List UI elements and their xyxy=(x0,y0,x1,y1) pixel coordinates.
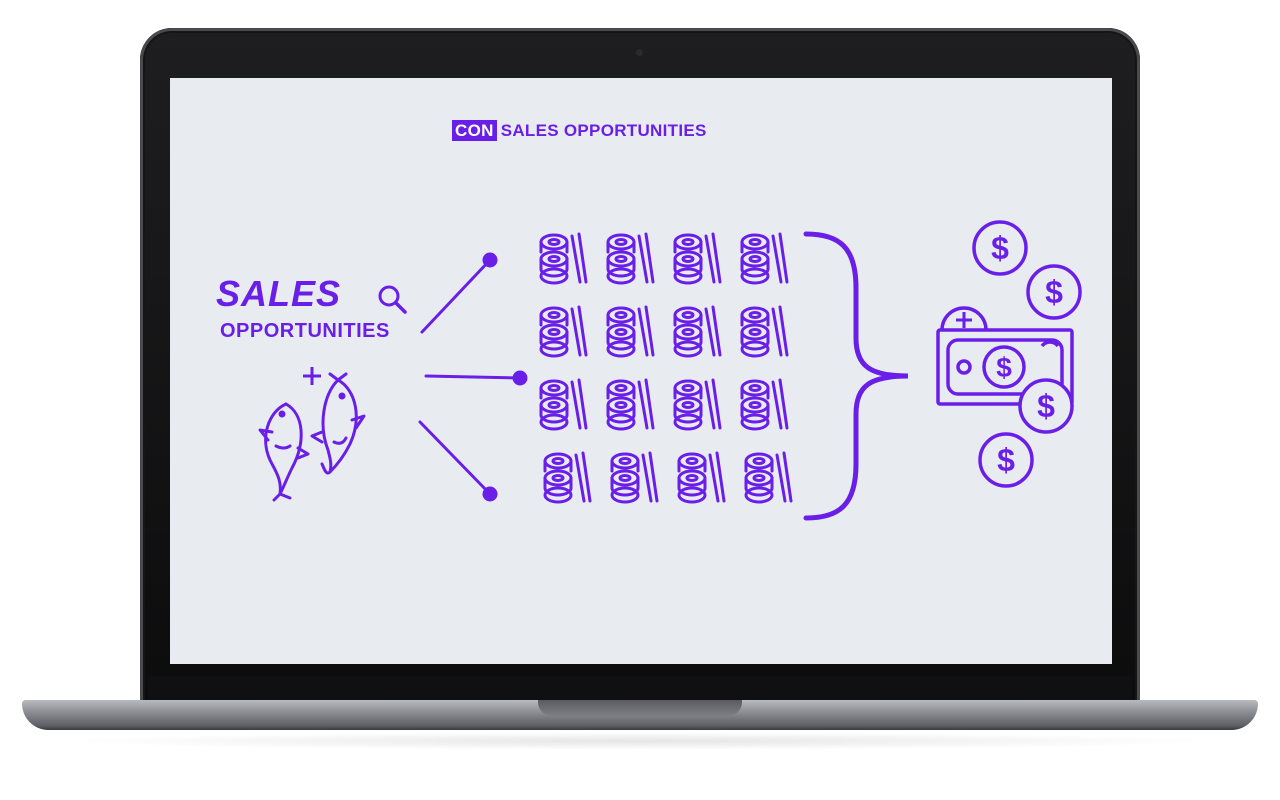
slide-title: CON SALES OPPORTUNITIES xyxy=(452,120,707,141)
chopsticks-icon xyxy=(637,378,655,430)
sushi-icon xyxy=(539,305,588,358)
chopsticks-icon xyxy=(641,451,659,503)
chopsticks-icon xyxy=(704,232,722,284)
banknote-icon: $ xyxy=(936,328,1074,406)
connector-lines xyxy=(418,252,528,502)
sushi-icon xyxy=(677,451,726,504)
money-cluster: $ $ $ xyxy=(936,220,1082,488)
laptop-shadow xyxy=(60,732,1220,750)
sushi-roll-icon xyxy=(606,233,636,285)
svg-text:$: $ xyxy=(997,442,1015,478)
sushi-roll-icon xyxy=(677,452,707,504)
sushi-icon xyxy=(539,378,588,431)
svg-text:$: $ xyxy=(1037,388,1055,424)
sushi-roll-icon xyxy=(606,379,636,431)
chopsticks-icon xyxy=(771,232,789,284)
chopsticks-icon xyxy=(771,305,789,357)
chopsticks-icon xyxy=(570,378,588,430)
plus-icon xyxy=(303,367,321,385)
curly-brace xyxy=(803,231,909,521)
laptop-screen: CON SALES OPPORTUNITIES SALES OPPORTUNIT… xyxy=(170,78,1112,664)
search-icon xyxy=(378,285,407,314)
dollar-coin-icon: $ xyxy=(978,432,1034,488)
chopsticks-icon xyxy=(570,232,588,284)
sushi-roll-icon xyxy=(740,306,770,358)
sushi-icon xyxy=(673,232,722,285)
sushi-roll-icon xyxy=(539,306,569,358)
sushi-icon xyxy=(610,451,659,504)
chopsticks-icon xyxy=(637,232,655,284)
sushi-icon xyxy=(606,232,655,285)
sushi-icon xyxy=(740,232,789,285)
chopsticks-icon xyxy=(704,378,722,430)
brand-logo: CON xyxy=(452,120,497,141)
webcam xyxy=(636,49,643,56)
sushi-roll-icon xyxy=(673,233,703,285)
dollar-coin-icon: $ xyxy=(1026,264,1082,320)
sushi-icon xyxy=(740,378,789,431)
chopsticks-icon xyxy=(637,305,655,357)
sushi-icon xyxy=(539,232,588,285)
chopsticks-icon xyxy=(704,305,722,357)
laptop-opening-notch xyxy=(538,700,742,716)
chopsticks-icon xyxy=(574,451,592,503)
dollar-coin-icon xyxy=(940,306,988,331)
sushi-roll-icon xyxy=(539,379,569,431)
svg-text:$: $ xyxy=(1045,274,1063,310)
sushi-icon xyxy=(744,451,793,504)
sushi-icon xyxy=(673,305,722,358)
sushi-roll-icon xyxy=(539,233,569,285)
sushi-roll-icon xyxy=(610,452,640,504)
sushi-icon xyxy=(606,378,655,431)
opportunities-heading: OPPORTUNITIES xyxy=(220,320,390,342)
svg-text:$: $ xyxy=(991,230,1009,266)
dollar-coin-icon: $ xyxy=(972,220,1028,276)
sushi-roll-icon xyxy=(744,452,774,504)
svg-text:$: $ xyxy=(996,352,1012,383)
sushi-roll-icon xyxy=(673,379,703,431)
sushi-roll-icon xyxy=(740,233,770,285)
sushi-roll-icon xyxy=(673,306,703,358)
koi-fish-icon xyxy=(258,372,366,502)
chopsticks-icon xyxy=(775,451,793,503)
chopsticks-icon xyxy=(708,451,726,503)
chopsticks-icon xyxy=(771,378,789,430)
sushi-icon xyxy=(606,305,655,358)
sushi-icon xyxy=(673,378,722,431)
sushi-icon xyxy=(740,305,789,358)
sushi-roll-icon xyxy=(740,379,770,431)
sushi-roll-icon xyxy=(543,452,573,504)
slide-title-text: SALES OPPORTUNITIES xyxy=(500,120,707,140)
laptop-hinge xyxy=(148,676,1132,700)
chopsticks-icon xyxy=(570,305,588,357)
dollar-coin-icon: $ xyxy=(1018,378,1074,434)
sushi-roll-icon xyxy=(606,306,636,358)
sushi-icon xyxy=(543,451,592,504)
sales-heading: SALES xyxy=(216,273,342,314)
